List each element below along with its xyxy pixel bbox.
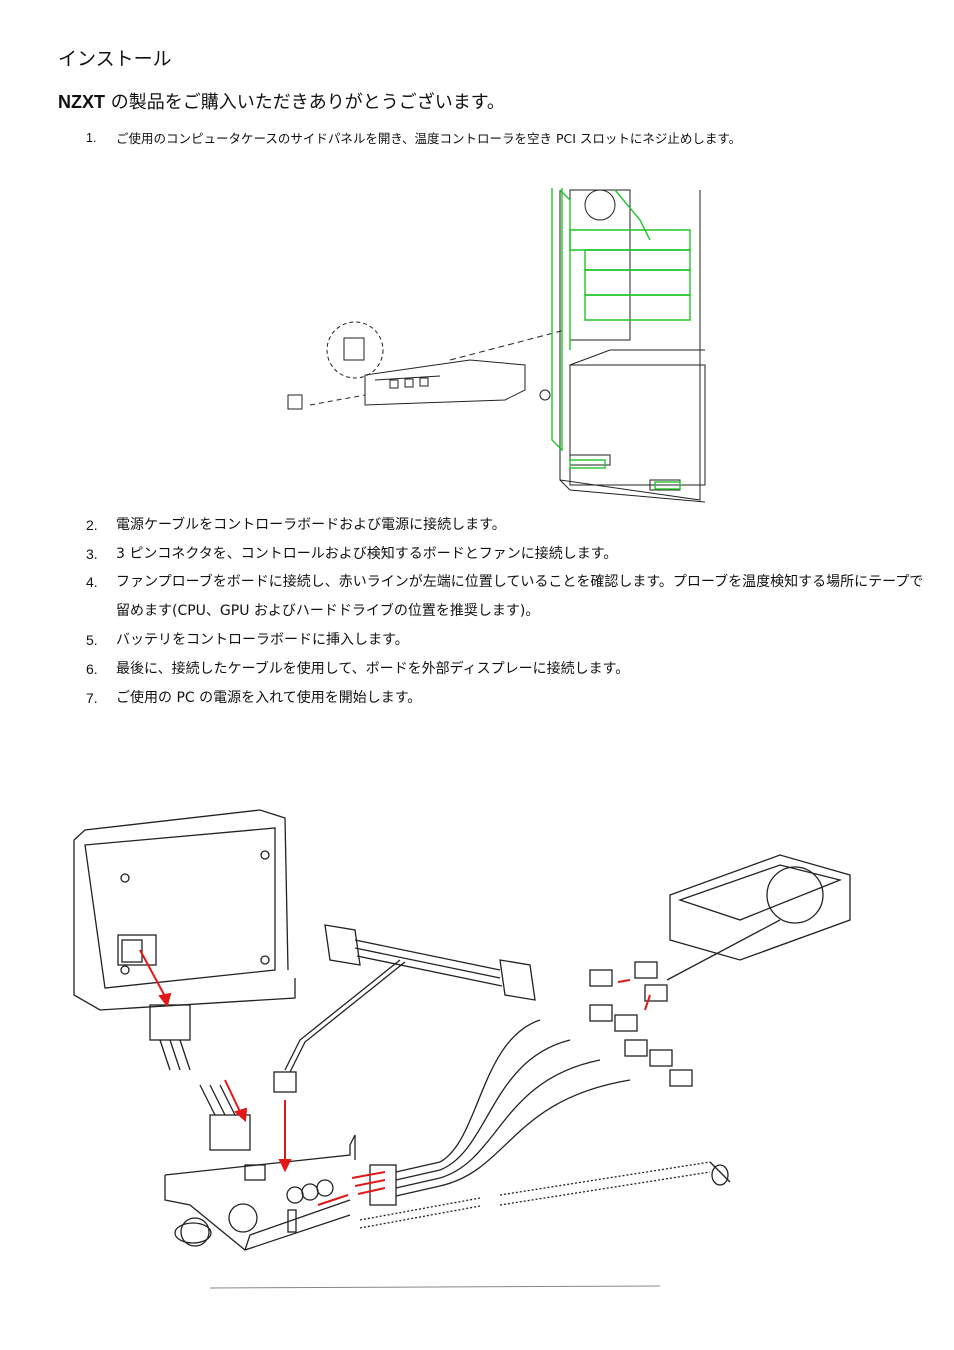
step-number: 7. xyxy=(86,690,98,706)
step-text: ご使用の PC の電源を入れて使用を開始します。 xyxy=(116,690,422,706)
intro-text: NZXT の製品をご購入いただきありがとうございます。 xyxy=(58,88,505,114)
step-text: 最後に、接続したケーブルを使用して、ボードを外部ディスプレーに接続します。 xyxy=(116,661,630,677)
step-text: ご使用のコンピュータケースのサイドパネルを開き、温度コントローラを空き PCI … xyxy=(116,131,742,146)
step-number: 5. xyxy=(86,632,98,648)
figure-wiring-diagram xyxy=(60,800,880,1300)
page-title: インストール xyxy=(58,48,172,70)
step-1: 1. ご使用のコンピュータケースのサイドパネルを開き、温度コントローラを空き P… xyxy=(86,124,926,153)
step-number: 6. xyxy=(86,661,98,677)
brand-name: NZXT xyxy=(58,92,105,112)
step-7: 7. ご使用の PC の電源を入れて使用を開始します。 xyxy=(86,684,926,713)
step-number: 1. xyxy=(86,131,97,145)
step-5: 5. バッテリをコントローラボードに挿入します。 xyxy=(86,626,926,655)
figure-case-installation xyxy=(270,180,720,510)
step-2: 2. 電源ケーブルをコントローラボードおよび電源に接続します。 xyxy=(86,511,926,540)
step-text: ファンプローブをボードに接続し、赤いラインが左端に位置していることを確認します。… xyxy=(116,574,924,619)
step-6: 6. 最後に、接続したケーブルを使用して、ボードを外部ディスプレーに接続します。 xyxy=(86,655,926,684)
case-installation-illustration xyxy=(287,188,706,503)
step-text: バッテリをコントローラボードに挿入します。 xyxy=(116,632,409,648)
step-number: 3. xyxy=(86,546,98,562)
wiring-diagram-illustration xyxy=(73,809,851,1289)
step-3: 3. 3 ピンコネクタを、コントロールおよび検知するボードとファンに接続します。 xyxy=(86,540,926,569)
step-4: 4. ファンプローブをボードに接続し、赤いラインが左端に位置していることを確認し… xyxy=(86,568,926,626)
step-text: 電源ケーブルをコントローラボードおよび電源に接続します。 xyxy=(116,517,506,533)
step-text: 3 ピンコネクタを、コントロールおよび検知するボードとファンに接続します。 xyxy=(116,546,618,562)
step-number: 2. xyxy=(86,517,98,533)
intro-message: の製品をご購入いただきありがとうございます。 xyxy=(105,92,505,113)
step-number: 4. xyxy=(86,574,98,590)
